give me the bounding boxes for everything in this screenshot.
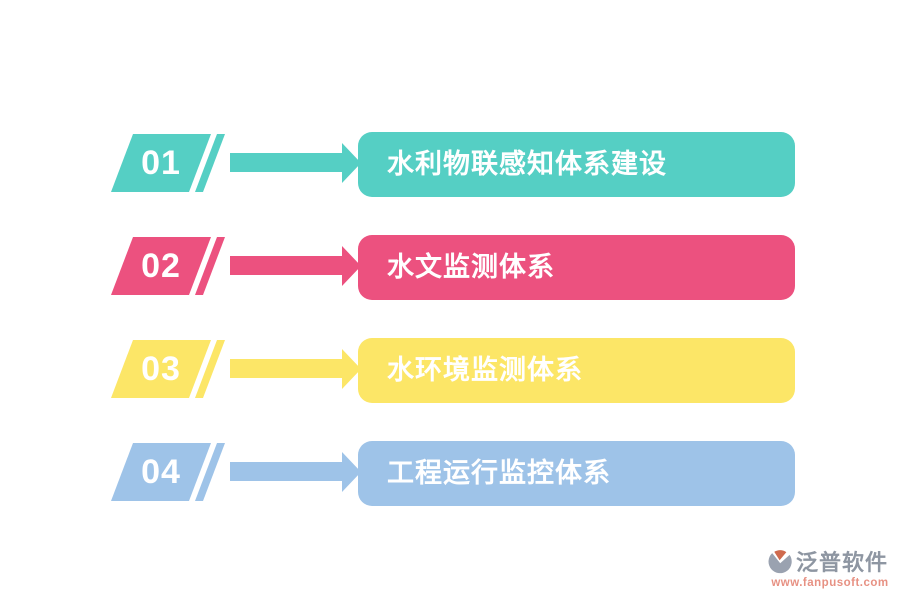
step-number-badge: 02 bbox=[111, 237, 211, 295]
step-number: 03 bbox=[141, 350, 181, 388]
arrow-right-icon bbox=[230, 132, 362, 202]
step-number: 01 bbox=[141, 144, 181, 182]
step-row-1: 01 水利物联感知体系建设 bbox=[0, 132, 900, 202]
step-number-badge: 01 bbox=[111, 134, 211, 192]
step-number: 04 bbox=[141, 453, 181, 491]
step-label-box: 水利物联感知体系建设 bbox=[358, 132, 795, 197]
arrow-right-icon bbox=[230, 441, 362, 511]
step-label-box: 工程运行监控体系 bbox=[358, 441, 795, 506]
step-label: 水环境监测体系 bbox=[387, 355, 583, 385]
arrow-head bbox=[342, 143, 361, 183]
step-row-3: 03 水环境监测体系 bbox=[0, 338, 900, 408]
step-row-2: 02 水文监测体系 bbox=[0, 235, 900, 305]
step-label-box: 水文监测体系 bbox=[358, 235, 795, 300]
step-label: 工程运行监控体系 bbox=[387, 458, 611, 488]
step-label: 水文监测体系 bbox=[387, 252, 555, 282]
arrow-right-icon bbox=[230, 338, 362, 408]
step-row-4: 04 工程运行监控体系 bbox=[0, 441, 900, 511]
step-number-badge: 03 bbox=[111, 340, 211, 398]
arrow-shaft bbox=[230, 153, 343, 172]
step-label-box: 水环境监测体系 bbox=[358, 338, 795, 403]
arrow-shaft bbox=[230, 359, 343, 378]
watermark-header: 泛普软件 bbox=[767, 549, 893, 577]
watermark-brand: 泛普软件 bbox=[796, 549, 889, 575]
arrow-right-icon bbox=[230, 235, 362, 305]
arrow-head bbox=[342, 246, 361, 286]
step-number-badge: 04 bbox=[111, 443, 211, 501]
fanpu-logo-icon bbox=[768, 550, 792, 574]
step-label: 水利物联感知体系建设 bbox=[387, 149, 667, 179]
watermark: 泛普软件 www.fanpusoft.com bbox=[767, 549, 893, 590]
arrow-shaft bbox=[230, 256, 343, 275]
watermark-url: www.fanpusoft.com bbox=[771, 577, 889, 589]
arrow-shaft bbox=[230, 462, 343, 481]
arrow-head bbox=[342, 349, 361, 389]
step-number: 02 bbox=[141, 247, 181, 285]
arrow-head bbox=[342, 452, 361, 492]
